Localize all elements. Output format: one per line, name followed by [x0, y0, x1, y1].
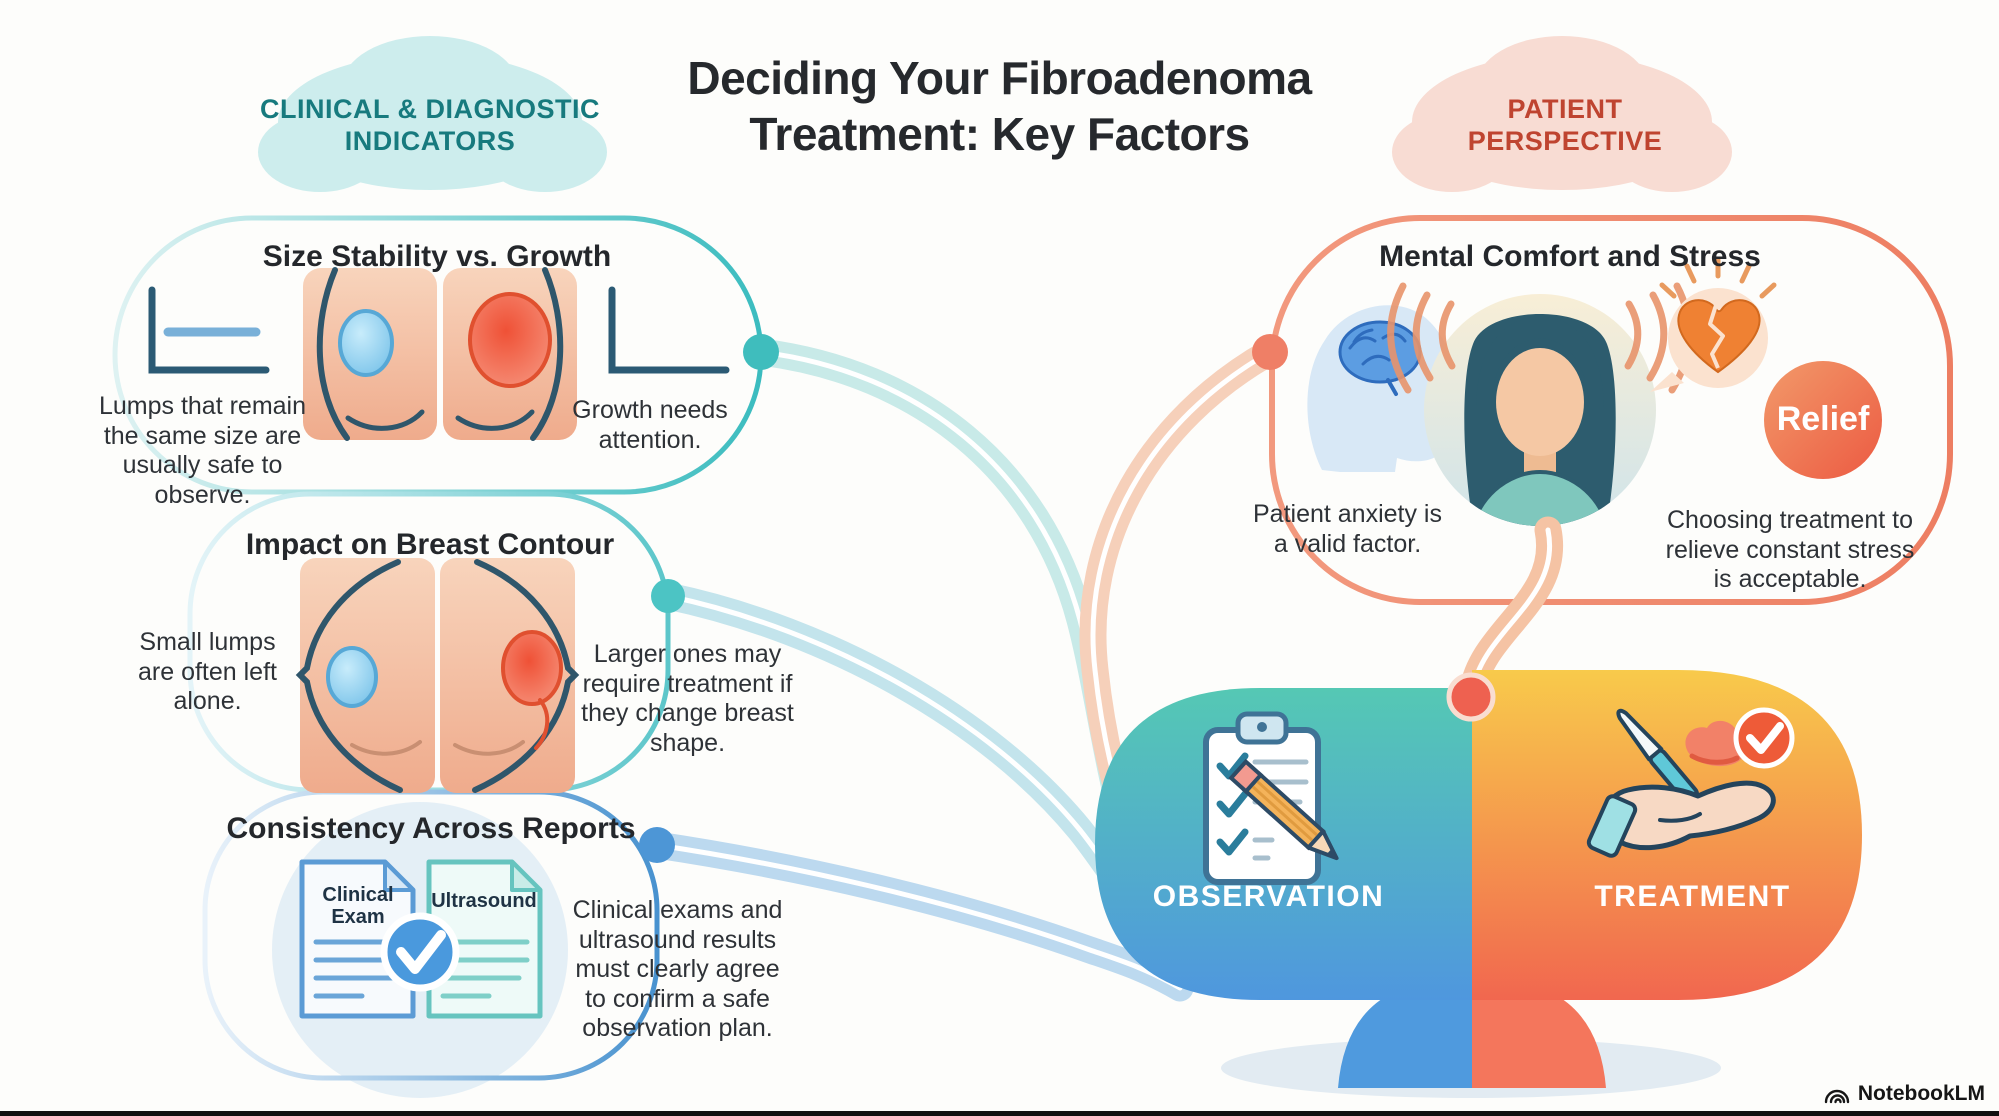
- small-lump-profile-illustration: [295, 558, 435, 793]
- notebooklm-logo-icon: [1824, 1089, 1850, 1104]
- avatar-to-decision-ribbon: [1459, 516, 1564, 704]
- breast-contour-right-caption: Larger ones may require treatment if the…: [581, 640, 794, 757]
- treatment-hand-icon: [1586, 707, 1795, 858]
- size-stability-left-caption: Lumps that remain the same size are usua…: [98, 392, 307, 509]
- size-stability-right-caption: Growth needs attention.: [572, 396, 728, 454]
- agreement-check-icon: [380, 912, 460, 992]
- growing-breast-illustration: [443, 267, 577, 441]
- right-header-cloud: [1392, 36, 1732, 192]
- left-header-cloud: [258, 36, 607, 192]
- stable-size-axis-icon: [148, 286, 270, 374]
- clinical-indicators-header: CLINICAL & DIAGNOSTIC INDICATORS: [260, 94, 600, 156]
- broken-heart-icon: [1650, 257, 1777, 392]
- notebooklm-branding: NotebookLM: [1823, 1082, 1985, 1106]
- consistency-box-title: Consistency Across Reports: [226, 812, 636, 845]
- observation-clipboard-icon: [1203, 711, 1339, 885]
- clinical-exam-doc-label: Clinical Exam: [322, 884, 394, 928]
- notebooklm-brand-text: NotebookLM: [1857, 1082, 1985, 1105]
- growth-axis-icon: [608, 286, 730, 374]
- relief-badge-circle: [1764, 361, 1882, 479]
- consistency-caption: Clinical exams and ultrasound results mu…: [572, 896, 783, 1042]
- anxiety-caption: Patient anxiety is a valid factor.: [1253, 500, 1442, 558]
- mental-comfort-box-title: Mental Comfort and Stress: [1379, 240, 1761, 273]
- relief-caption: Choosing treatment to relieve constant s…: [1665, 506, 1915, 593]
- breast-contour-box-title: Impact on Breast Contour: [245, 528, 615, 561]
- size-stability-box-title: Size Stability vs. Growth: [262, 240, 612, 273]
- stable-breast-illustration: [303, 267, 437, 441]
- lump-blob-icon: [1685, 720, 1748, 767]
- size-box-connector-dot: [743, 334, 779, 370]
- large-lump-profile-illustration: [440, 558, 580, 793]
- contour-box-connector-dot: [651, 579, 685, 613]
- patient-perspective-header: PATIENT PERSPECTIVE: [1467, 94, 1663, 156]
- observation-label: OBSERVATION: [1152, 880, 1385, 913]
- open-hand: [1603, 780, 1776, 851]
- pencil-icon: [1228, 758, 1339, 861]
- page-title: Deciding Your Fibroadenoma Treatment: Ke…: [687, 52, 1312, 161]
- treatment-label: TREATMENT: [1594, 880, 1791, 913]
- mental-box-connector-dot: [1252, 334, 1288, 370]
- ultrasound-document-icon: [426, 859, 543, 1019]
- bottom-edge-bar: [0, 1111, 1999, 1116]
- cuff: [1586, 794, 1638, 858]
- consistency-box-connector-dot: [639, 827, 675, 863]
- relief-badge-label: Relief: [1776, 400, 1870, 438]
- breast-contour-left-caption: Small lumps are often left alone.: [138, 628, 277, 715]
- box-consistency-border: [202, 789, 660, 1081]
- decision-node-dot: [1446, 672, 1496, 722]
- box-mental-comfort-border: [1269, 215, 1953, 605]
- treatment-check-icon: [1733, 707, 1795, 769]
- ultrasound-doc-label: Ultrasound: [431, 890, 537, 912]
